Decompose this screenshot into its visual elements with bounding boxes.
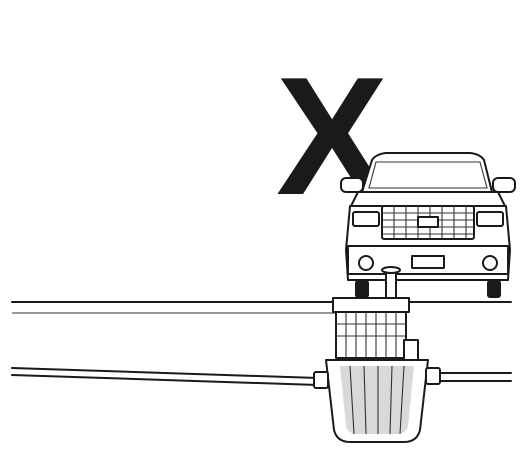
underground-tank <box>314 267 440 442</box>
buried-pipe-left <box>12 368 318 385</box>
pickup-truck <box>341 153 515 298</box>
buried-pipe-right <box>436 373 511 381</box>
ground-surface <box>12 302 511 313</box>
